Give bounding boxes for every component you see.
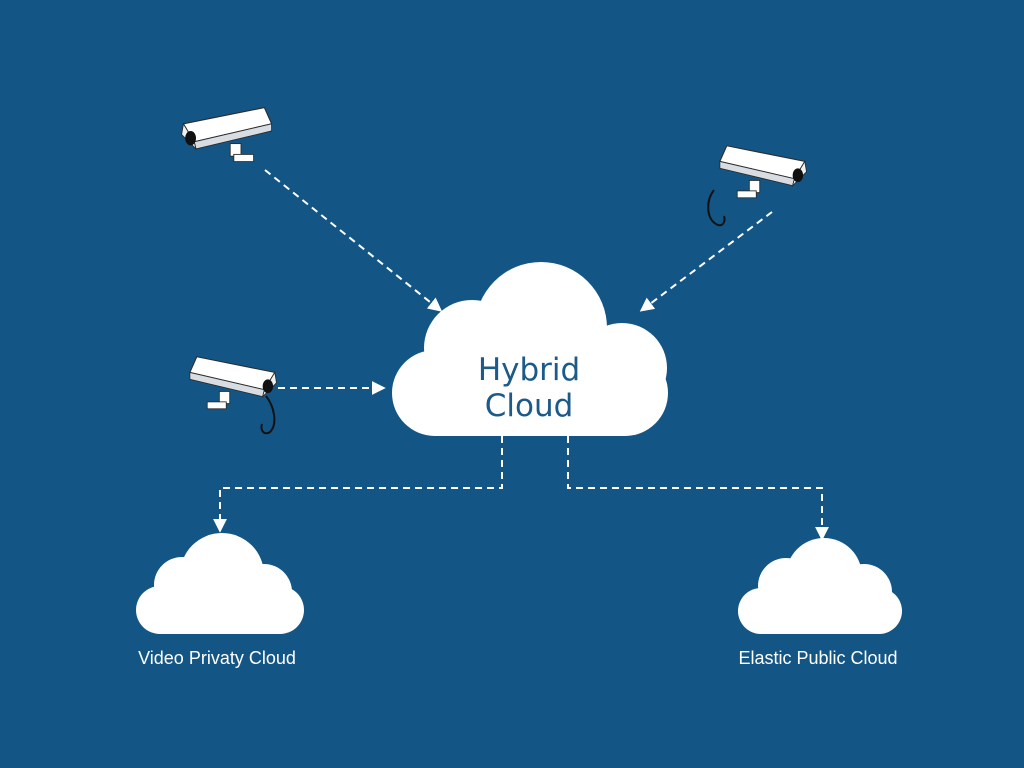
hub-label-line2: Cloud	[485, 388, 574, 424]
connector-hub-to-public	[567, 436, 829, 541]
public-cloud-node	[738, 538, 902, 634]
hybrid-cloud-node: Hybrid Cloud	[392, 262, 668, 436]
connector-camera-top-right	[639, 211, 773, 312]
security-camera-icon	[181, 107, 273, 163]
private-cloud-label: Video Privaty Cloud	[138, 648, 296, 668]
security-camera-icon	[707, 145, 808, 227]
security-camera-icon	[189, 356, 278, 435]
hub-label-line1: Hybrid	[478, 352, 580, 388]
connector-camera-top-left	[264, 169, 443, 312]
public-cloud-label: Elastic Public Cloud	[738, 648, 897, 668]
private-cloud-node	[136, 533, 304, 634]
connector-hub-to-private	[213, 436, 503, 533]
